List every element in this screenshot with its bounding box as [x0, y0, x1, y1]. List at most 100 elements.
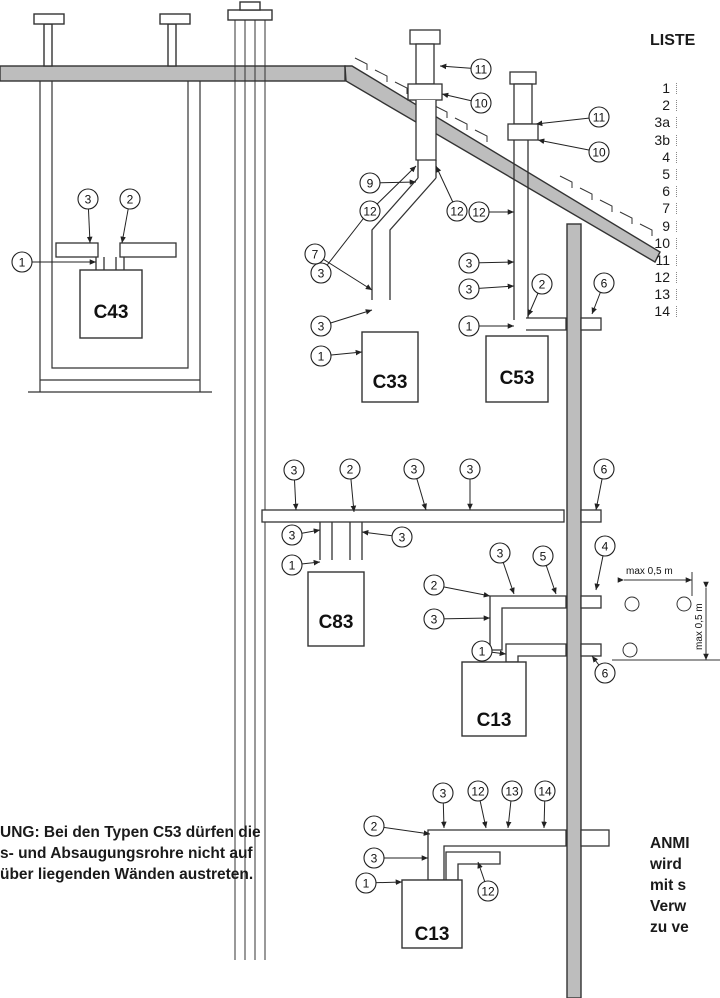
callout-number: 6 — [601, 277, 608, 291]
callout-number: 6 — [602, 667, 609, 681]
callout-circle — [304, 243, 326, 265]
callout-number: 3 — [85, 193, 92, 207]
legend-item: 13 — [638, 286, 677, 303]
legend-item: 5 — [638, 166, 677, 183]
callout-number: 2 — [127, 193, 134, 207]
callout-number: 12 — [471, 785, 485, 799]
callout-circle — [477, 880, 499, 902]
legend-item: 7 — [638, 200, 677, 217]
callout-number: 11 — [475, 63, 488, 77]
callout-number: 3 — [497, 547, 504, 561]
callout-circle — [531, 273, 553, 295]
callout-number: 2 — [347, 463, 354, 477]
c43-shaft — [39, 81, 201, 392]
legend-item: 9 — [638, 218, 677, 235]
legend-item: 2 — [638, 97, 677, 114]
callout-circle — [458, 278, 480, 300]
callout-number: 2 — [539, 278, 546, 292]
legend-item: 10 — [638, 235, 677, 252]
callout-circle — [588, 141, 610, 163]
callout-circle — [310, 345, 332, 367]
note-line: mit s — [650, 877, 687, 894]
callout-number: 4 — [602, 540, 609, 554]
boiler-label-c33: C33 — [373, 372, 408, 393]
callout-number: 3 — [399, 531, 406, 545]
boiler-c83 — [307, 571, 365, 647]
callout-number: 6 — [601, 463, 608, 477]
boiler-label-c53: C53 — [500, 368, 535, 389]
dimension-horizontal: max 0,5 m — [626, 566, 673, 577]
note-line: s- und Absaugungsrohre nicht auf — [0, 845, 253, 862]
callout-circle — [593, 458, 615, 480]
callout-circle — [119, 188, 141, 210]
callout-circle — [281, 524, 303, 546]
callout-number: 1 — [289, 559, 296, 573]
callout-number: 1 — [318, 350, 325, 364]
legend-item: 3b — [638, 132, 677, 149]
roof-tiles — [354, 57, 653, 236]
callout-circle — [468, 201, 490, 223]
boiler-labels: C43 C33 C53 C83 C13 C13 — [94, 302, 535, 945]
boiler-label-c13-upper: C13 — [477, 710, 512, 731]
callout-number: 3 — [431, 613, 438, 627]
callout-circle — [458, 252, 480, 274]
dimension-vertical: max 0,5 m — [694, 603, 705, 650]
callout-circle — [391, 526, 413, 548]
callout-number: 11 — [593, 111, 606, 125]
boiler-c13-upper — [461, 661, 527, 737]
callout-circle — [588, 106, 610, 128]
callout-circle — [467, 780, 489, 802]
boiler-c43 — [79, 269, 143, 339]
legend-item: 6 — [638, 183, 677, 200]
callout-number: 12 — [450, 205, 464, 219]
callout-circle — [310, 262, 332, 284]
callout-circle — [594, 535, 616, 557]
callout-number: 3 — [291, 464, 298, 478]
boiler-c13-lower — [401, 879, 463, 949]
legend-item: 14 — [638, 303, 677, 320]
callout-number: 2 — [371, 820, 378, 834]
callout-circle — [281, 554, 303, 576]
callout-number: 9 — [367, 177, 374, 191]
callout-circle — [359, 200, 381, 222]
boiler-c33 — [361, 331, 419, 403]
callout-number: 3 — [411, 463, 418, 477]
callout-number: 13 — [505, 785, 519, 799]
callout-number: 12 — [363, 205, 377, 219]
callout-circle — [339, 458, 361, 480]
callout-number: 3 — [318, 320, 325, 334]
callout-circle — [532, 545, 554, 567]
callout-circle — [471, 640, 493, 662]
callout-circle — [355, 872, 377, 894]
callout-number: 3 — [371, 852, 378, 866]
callout-circle — [593, 272, 615, 294]
exterior-wall — [566, 223, 582, 998]
callout-circle — [423, 574, 445, 596]
callout-number: 3 — [289, 529, 296, 543]
boiler-label-c43: C43 — [94, 302, 129, 323]
callout-leader — [314, 253, 373, 291]
boiler-c53 — [485, 335, 549, 403]
callout-number: 3 — [440, 787, 447, 801]
legend-item: 1 — [638, 80, 677, 97]
callout-number: 2 — [431, 579, 438, 593]
boilers — [79, 269, 549, 949]
callout-leader — [320, 209, 371, 274]
callout-circle — [403, 458, 425, 480]
callout-circle — [458, 315, 480, 337]
callout-number: 1 — [466, 320, 473, 334]
callout-number: 1 — [363, 877, 370, 891]
callout-circle — [363, 847, 385, 869]
callout-number: 12 — [481, 885, 495, 899]
callout-number: 3 — [467, 463, 474, 477]
note-line: über liegenden Wänden austreten. — [0, 866, 254, 883]
callout-number: 3 — [466, 283, 473, 297]
callout-circle — [470, 92, 492, 114]
note-line: Verw — [650, 898, 687, 915]
callout-circle — [489, 542, 511, 564]
tall-chimney — [234, 20, 266, 960]
callout-circle — [459, 458, 481, 480]
callout-number: 10 — [474, 97, 488, 111]
